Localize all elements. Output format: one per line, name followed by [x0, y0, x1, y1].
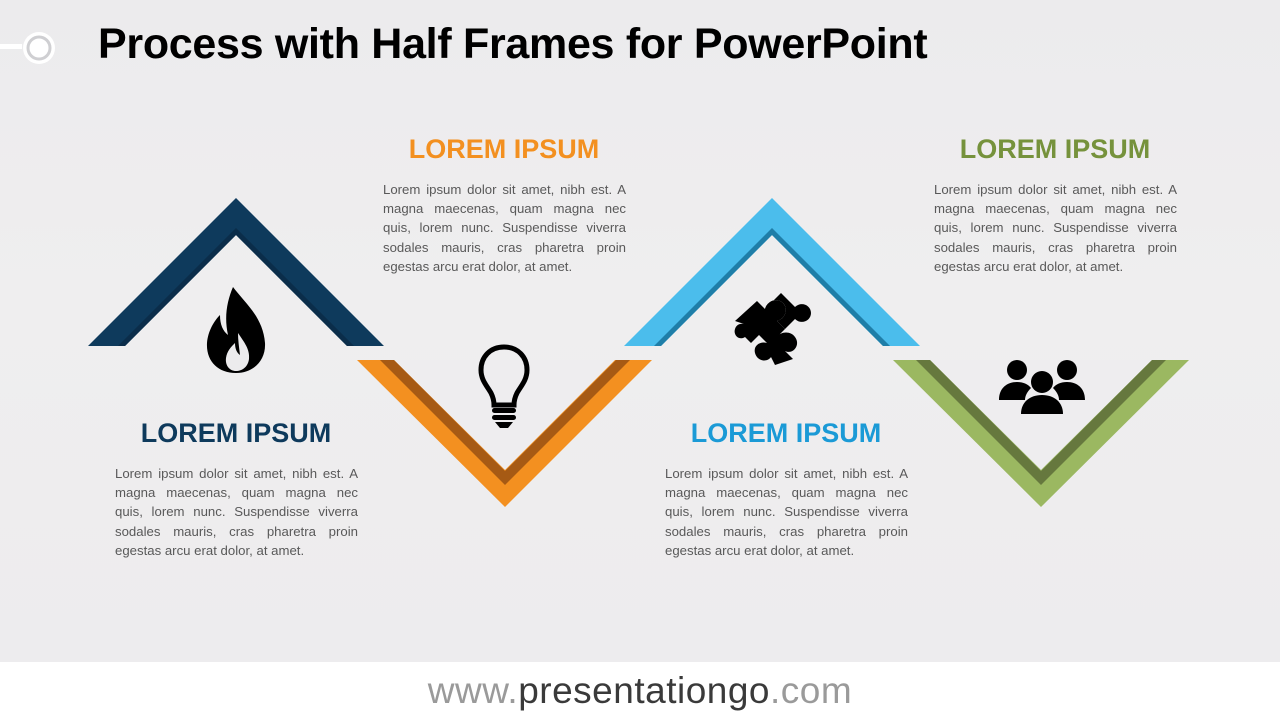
step-1-body: Lorem ipsum dolor sit amet, nibh est. A …: [115, 466, 358, 558]
page-title: Process with Half Frames for PowerPoint: [98, 20, 928, 68]
step-2-body: Lorem ipsum dolor sit amet, nibh est. A …: [383, 182, 626, 274]
puzzle-icon: [734, 293, 811, 365]
step-4-heading: LOREM IPSUM: [959, 134, 1151, 164]
footer-suffix: .com: [770, 670, 853, 711]
lightbulb-icon: [478, 344, 530, 428]
step-4-body: Lorem ipsum dolor sit amet, nibh est. A …: [934, 182, 1177, 274]
half-frame-2-inner: [380, 360, 630, 485]
step-3-body: Lorem ipsum dolor sit amet, nibh est. A …: [665, 466, 908, 558]
fire-icon: [206, 287, 266, 373]
process-diagram: [88, 198, 1189, 507]
step-1-heading: LOREM IPSUM: [140, 418, 332, 448]
slide-canvas: Process with Half Frames for PowerPoint: [0, 0, 1280, 662]
logo-icon: [0, 32, 55, 64]
step-3-heading: LOREM IPSUM: [690, 418, 882, 448]
footer-domain: presentationgo: [518, 670, 771, 711]
footer-prefix: www.: [427, 670, 519, 711]
people-icon: [999, 360, 1085, 414]
footer-url[interactable]: www.presentationgo.com: [0, 662, 1280, 720]
half-frame-4-cut: [930, 360, 1152, 470]
half-frame-4-inner: [916, 360, 1166, 485]
step-2-heading: LOREM IPSUM: [408, 134, 600, 164]
